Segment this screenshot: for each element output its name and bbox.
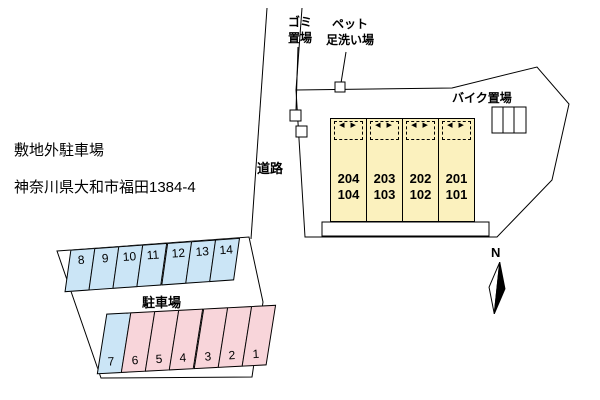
parking-row-bottom: 7 6 5 4 3 2 1	[96, 304, 277, 375]
balcony-strip: ◀ ▶	[334, 121, 363, 140]
garbage-bin-box-2	[295, 125, 308, 138]
unit-numbers: 201 101	[439, 171, 474, 203]
building-unit-204-104: ◀ ▶ 204 104	[330, 118, 367, 222]
unit-number-upper: 203	[373, 171, 396, 186]
unit-number-lower: 101	[445, 187, 468, 202]
road-label: 道路	[257, 161, 284, 176]
stall-number: 7	[107, 354, 115, 369]
walkway-strip	[321, 221, 490, 237]
parking-stall-14: 14	[208, 237, 241, 283]
building-unit-203-103: ◀ ▶ 203 103	[366, 118, 403, 222]
unit-number-upper: 201	[445, 171, 468, 186]
stall-number: 12	[170, 245, 185, 261]
stall-number: 2	[228, 347, 236, 363]
door-swing-icon: ◀ ▶	[339, 122, 358, 129]
stall-number: 4	[179, 350, 188, 365]
garbage-bin-box-1	[289, 109, 302, 122]
parking-lot-label: 駐車場	[142, 295, 182, 310]
stall-number: 11	[146, 247, 161, 263]
pet-wash-label: ペット 足洗い場	[318, 16, 382, 48]
unit-numbers: 202 102	[403, 171, 438, 203]
pet-label-line1: ペット	[331, 17, 368, 31]
pet-label-line2: 足洗い場	[325, 33, 374, 47]
balcony-strip: ◀ ▶	[442, 121, 471, 140]
unit-number-lower: 104	[337, 187, 360, 202]
pet-wash-leader-line	[340, 51, 347, 84]
building-unit-202-102: ◀ ▶ 202 102	[402, 118, 439, 222]
garbage-leader-line	[295, 46, 299, 111]
stall-number: 3	[203, 349, 212, 364]
balcony-strip: ◀ ▶	[406, 121, 435, 140]
unit-number-upper: 204	[337, 171, 360, 186]
balcony-strip: ◀ ▶	[370, 121, 399, 140]
stall-number: 8	[77, 252, 86, 268]
unit-numbers: 204 104	[331, 171, 366, 203]
stall-number: 14	[218, 242, 234, 258]
road-left-edge-line	[250, 7, 268, 240]
unit-number-lower: 102	[409, 187, 432, 202]
stall-number: 10	[122, 249, 137, 265]
building-unit-201-101: ◀ ▶ 201 101	[438, 118, 475, 222]
door-swing-icon: ◀ ▶	[411, 122, 430, 129]
north-needle-icon	[488, 261, 506, 315]
stall-number: 5	[155, 351, 164, 367]
apartment-building: ◀ ▶ 204 104 ◀ ▶ 203 103 ◀ ▶ 202 102	[330, 118, 475, 222]
plan-title: 敷地外駐車場	[14, 142, 105, 159]
stall-number: 1	[252, 346, 260, 362]
garbage-label-line1: ゴミ	[287, 15, 312, 29]
garbage-area-label: ゴミ 置場	[282, 14, 318, 46]
door-swing-icon: ◀ ▶	[447, 122, 466, 129]
stall-number: 13	[194, 244, 209, 259]
unit-number-upper: 202	[409, 171, 432, 186]
north-label: N	[491, 245, 501, 260]
garbage-label-line2: 置場	[287, 31, 312, 45]
pet-wash-box	[334, 81, 346, 93]
unit-numbers: 203 103	[367, 171, 402, 203]
bike-parking-label: バイク置場	[452, 91, 512, 105]
door-swing-icon: ◀ ▶	[375, 122, 394, 129]
stall-number: 6	[131, 353, 140, 368]
stall-number: 9	[101, 251, 110, 266]
plan-address: 神奈川県大和市福田1384-4	[14, 179, 196, 196]
bike-parking-box	[491, 106, 527, 134]
unit-number-lower: 103	[373, 187, 396, 202]
